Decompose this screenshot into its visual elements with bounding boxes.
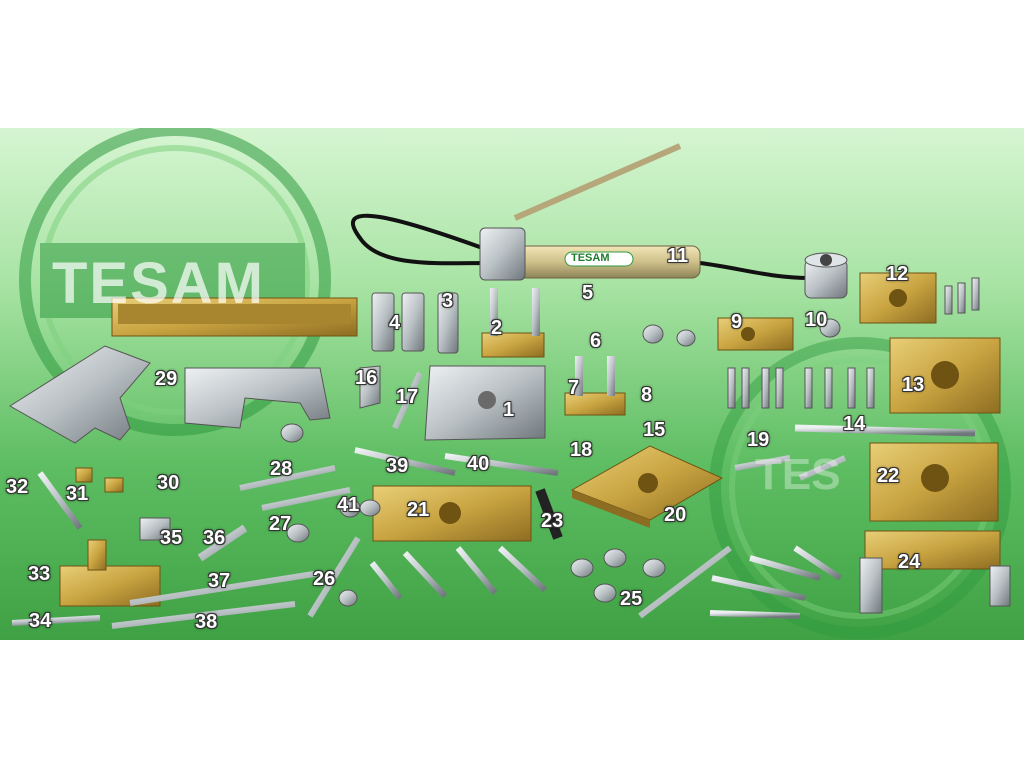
part-number-label: 24 — [898, 551, 921, 573]
part-number-label: 37 — [208, 570, 231, 592]
fork-2 — [481, 288, 545, 358]
bushings — [280, 318, 841, 607]
part-number-label: 18 — [570, 439, 593, 461]
part-number-label: 38 — [195, 611, 218, 633]
part-number-label: 28 — [270, 458, 293, 480]
part-number-label: 13 — [902, 374, 925, 396]
sleeves-3-4 — [371, 292, 459, 354]
part-number-label: 32 — [6, 476, 29, 498]
long-rod-14 — [794, 424, 976, 437]
part-number-label: 29 — [155, 368, 178, 390]
part-number-label: 26 — [313, 568, 336, 590]
part-number-label: 33 — [28, 563, 51, 585]
angle-bracket-24 — [864, 530, 1001, 570]
bracket-29 — [184, 367, 331, 429]
part-number-label: 10 — [805, 309, 828, 331]
part-number-label: 7 — [568, 377, 580, 399]
part-number-label: 34 — [29, 610, 52, 632]
part-number-label: 21 — [407, 499, 430, 521]
part-number-label: 39 — [386, 455, 409, 477]
tool-kit-illustration — [9, 128, 1011, 639]
part-number-label: 14 — [843, 413, 866, 435]
part-number-label: 12 — [886, 263, 909, 285]
part-number-label: 4 — [389, 312, 401, 334]
part-number-label: 23 — [541, 510, 564, 532]
assorted-rods — [11, 371, 847, 629]
part-number-label: 35 — [160, 527, 183, 549]
part-number-label: 11 — [667, 245, 689, 267]
part-number-label: 5 — [582, 282, 594, 304]
part-number-label: 25 — [620, 588, 643, 610]
clamp-35 — [139, 517, 171, 541]
part-number-label: 3 — [442, 290, 454, 312]
part-number-label: 41 — [337, 494, 360, 516]
plate-22 — [869, 442, 999, 522]
hydraulic-hose — [351, 213, 489, 266]
pump-handle — [513, 143, 682, 221]
part-number-label: 22 — [877, 465, 900, 487]
part-number-label: 8 — [641, 384, 653, 406]
part-number-label: 40 — [467, 453, 490, 475]
hydraulic-cylinder — [804, 252, 848, 299]
watermark-brand-text: TESAM — [52, 251, 265, 316]
part-number-label: 16 — [355, 367, 378, 389]
part-number-label: 30 — [157, 472, 180, 494]
part-number-label: 31 — [66, 483, 89, 505]
part-number-label: 9 — [731, 311, 743, 333]
part-number-label: 15 — [643, 419, 666, 441]
part-number-label: 2 — [491, 317, 503, 339]
watermark-ghost-text: TES — [755, 450, 841, 499]
part-number-label: 36 — [203, 527, 226, 549]
tube-23 — [535, 488, 563, 540]
support-plate-29 — [9, 345, 151, 444]
part-number-label: 20 — [664, 504, 687, 526]
part-number-label: 19 — [747, 429, 770, 451]
part-number-label: 6 — [590, 330, 602, 352]
part-number-label: 27 — [269, 513, 292, 535]
pump-label: TESAM — [571, 252, 610, 264]
pins — [727, 277, 980, 409]
tool-kit-photo: TESAM TES TESAM 1 2 3 4 5 6 7 8 9 10 11 … — [0, 128, 1024, 640]
part-number-label: 17 — [396, 386, 419, 408]
part-number-label: 1 — [503, 399, 515, 421]
fork-7 — [564, 356, 626, 416]
block-9 — [717, 317, 794, 351]
